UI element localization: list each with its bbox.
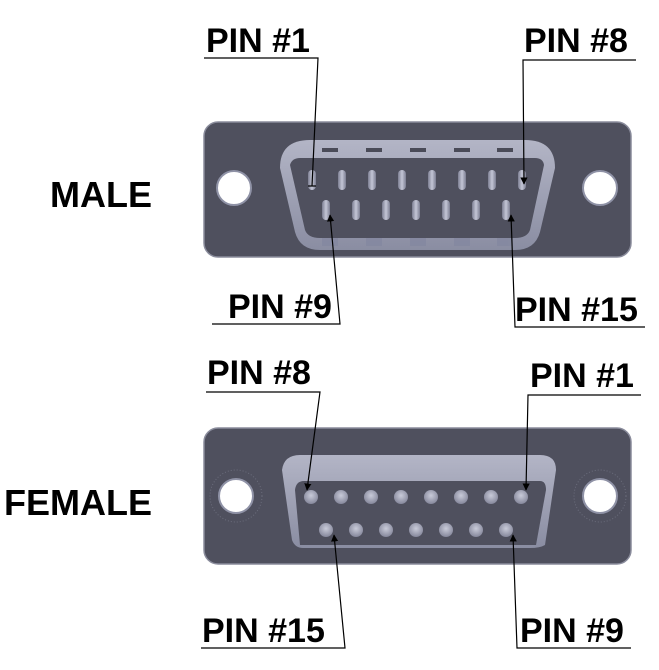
female-socket-row-2 [319, 523, 513, 537]
male-cavity [290, 158, 544, 238]
female-mount-hole-left [218, 478, 254, 514]
female-label-pin-15: PIN #15 [202, 612, 325, 650]
male-mount-hole-left [216, 170, 252, 206]
female-socket-row-1 [304, 490, 528, 504]
male-label-pin-8: PIN #8 [524, 22, 628, 60]
male-label-pin-15: PIN #15 [515, 291, 638, 329]
male-mount-hole-right [582, 170, 618, 206]
female-label-pin-8: PIN #8 [207, 354, 311, 392]
male-label-pin-1: PIN #1 [206, 22, 310, 60]
male-top-slots [322, 148, 513, 152]
male-pin-row-2 [322, 200, 510, 220]
female-leader-lines [201, 391, 641, 649]
female-connector [203, 427, 632, 565]
female-label-pin-1: PIN #1 [530, 357, 634, 395]
male-connector [203, 121, 632, 258]
male-bottom-marks [322, 238, 513, 246]
female-title: FEMALE [4, 482, 152, 523]
female-mount-hole-right [582, 478, 618, 514]
male-title: MALE [50, 174, 152, 215]
female-mount-ring-right [573, 469, 627, 523]
female-label-pin-9: PIN #9 [520, 612, 624, 650]
female-mount-ring-left [209, 469, 263, 523]
male-label-pin-9: PIN #9 [228, 288, 332, 326]
male-leader-lines [204, 57, 645, 328]
